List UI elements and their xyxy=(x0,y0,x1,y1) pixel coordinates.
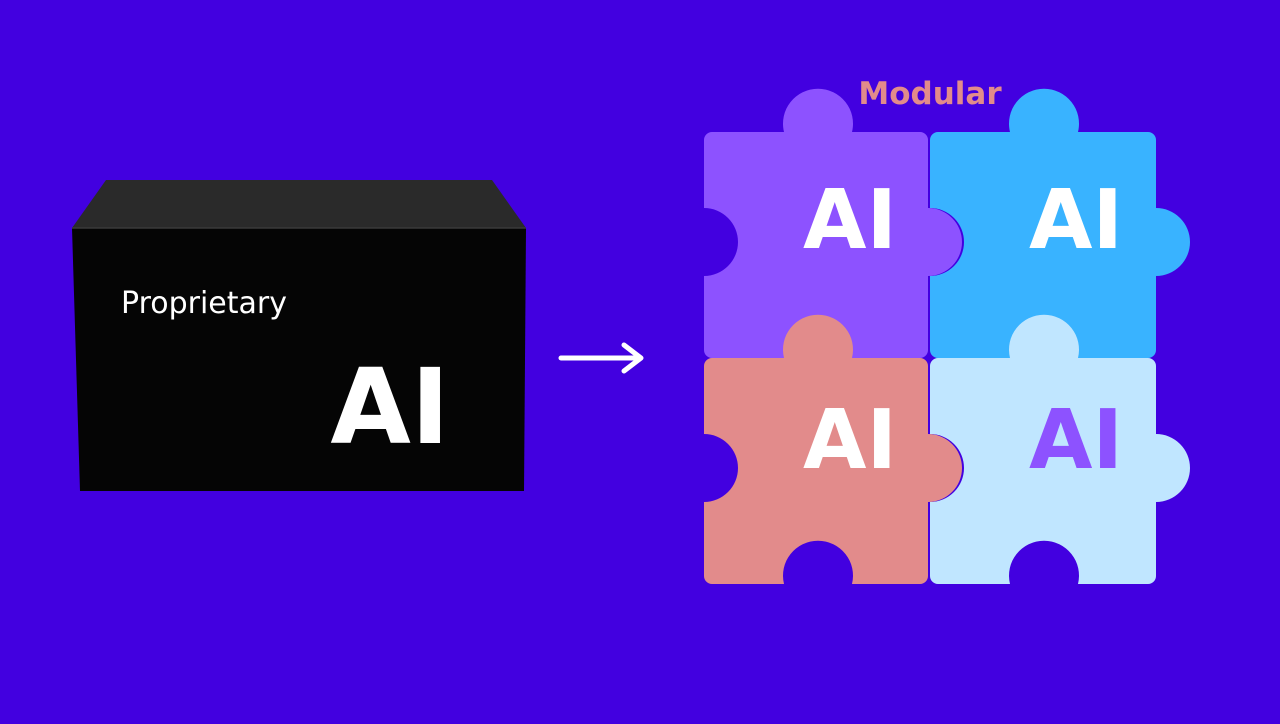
puzzle-piece-3: AI xyxy=(704,314,962,584)
puzzle-piece-2-label: AI xyxy=(1029,173,1123,268)
box-top-face xyxy=(72,180,526,228)
puzzle-piece-1: AI xyxy=(704,88,962,358)
puzzle-piece-1-label: AI xyxy=(803,173,897,268)
proprietary-box: Proprietary AI xyxy=(72,180,526,491)
right-arrow-icon xyxy=(558,342,644,374)
puzzle-piece-4-shape xyxy=(930,314,1190,584)
box-ai-label: AI xyxy=(330,346,449,468)
puzzle-piece-2: AI xyxy=(930,88,1190,358)
modular-heading: Modular xyxy=(858,76,1002,112)
box-caption: Proprietary xyxy=(121,286,287,321)
puzzle-piece-3-label: AI xyxy=(803,393,897,488)
puzzle-piece-1-shape xyxy=(704,88,962,358)
puzzle-piece-2-shape xyxy=(930,88,1190,358)
puzzle-piece-4: AI xyxy=(930,314,1190,584)
puzzle-piece-4-label: AI xyxy=(1029,393,1123,488)
box-front-face xyxy=(72,228,526,491)
puzzle-piece-3-shape xyxy=(704,314,962,584)
